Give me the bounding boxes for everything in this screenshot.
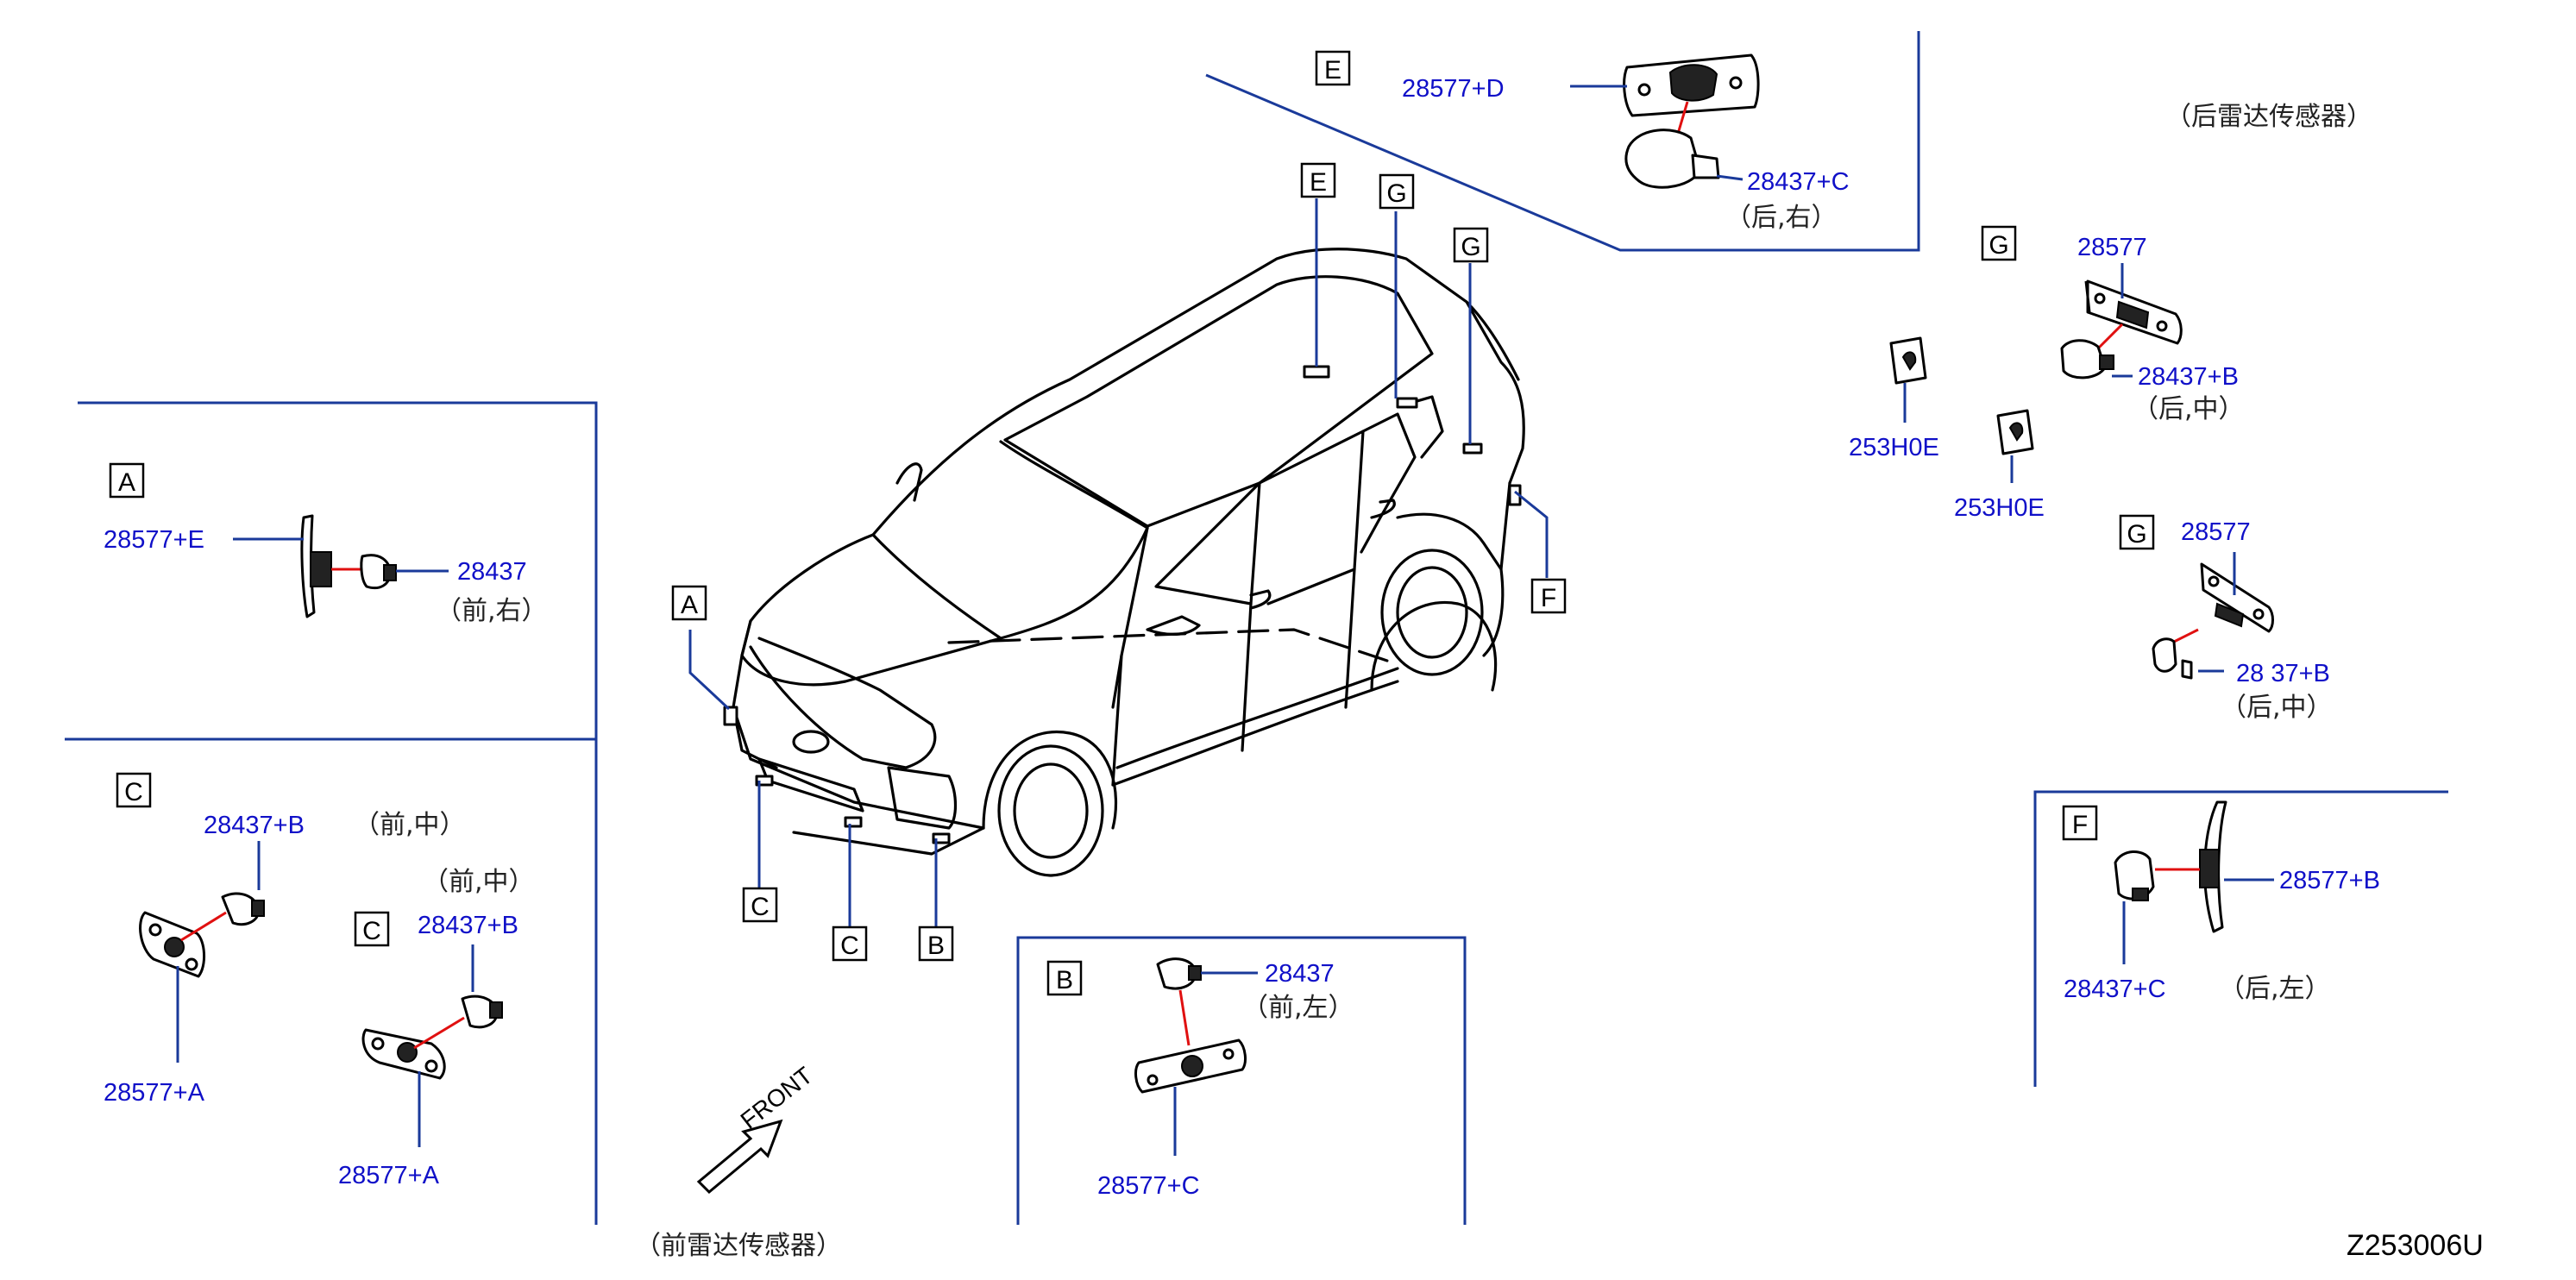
svg-text:C: C: [124, 778, 143, 806]
callout-box-c-vehicle-2: C: [832, 925, 868, 962]
svg-text:F: F: [2072, 811, 2088, 839]
callout-box-a-vehicle: A: [671, 585, 707, 621]
part-number-253h0e-2: 253H0E: [1954, 494, 2045, 522]
part-number-28437c-f: 28437+C: [2064, 976, 2166, 1003]
diagram-id: Z253006U: [2347, 1229, 2484, 1262]
vehicle-callouts: E G G F A C C B: [671, 162, 1567, 962]
svg-text:E: E: [1324, 56, 1341, 85]
part-number-28577d: 28577+D: [1402, 75, 1505, 103]
part-number-28437-a: 28437: [457, 558, 527, 586]
detail-a: A 28577+E 28437 （前,右）: [104, 462, 548, 626]
part-number-28437b-g2-partial: 28 37+B: [2236, 660, 2330, 687]
position-rear-left: （后,左）: [2219, 974, 2331, 1004]
callout-box-c-vehicle-1: C: [742, 887, 778, 923]
detail-e: E 28577+D 28437+C （后,右）: [1315, 50, 1850, 233]
part-number-28577-g1: 28577: [2077, 234, 2147, 261]
callout-box-g-vehicle-2: G: [1453, 227, 1489, 263]
position-rear-center-1: （后,中）: [2133, 394, 2245, 424]
position-front-right: （前,右）: [436, 596, 548, 626]
svg-text:C: C: [840, 932, 859, 960]
part-number-28577e: 28577+E: [104, 526, 204, 554]
position-front-left: （前,左）: [1242, 993, 1354, 1023]
svg-text:G: G: [1461, 233, 1480, 261]
svg-text:G: G: [1989, 231, 2008, 260]
svg-text:A: A: [681, 591, 698, 619]
part-number-28577b: 28577+B: [2279, 867, 2380, 894]
svg-text:B: B: [1056, 966, 1073, 995]
position-rear-right: （后,右）: [1725, 203, 1838, 233]
vehicle-illustration: [723, 248, 1525, 877]
part-number-253h0e-1: 253H0E: [1849, 434, 1939, 461]
position-front-center-2: （前,中）: [423, 867, 535, 897]
part-number-28577c: 28577+C: [1097, 1172, 1200, 1200]
callout-box-f-vehicle: F: [1530, 578, 1567, 614]
svg-text:C: C: [362, 917, 381, 945]
callout-box-b-vehicle: B: [918, 925, 954, 962]
position-front-center-1: （前,中）: [354, 810, 466, 840]
part-number-28437c-e: 28437+C: [1747, 168, 1850, 196]
detail-c-2: C （前,中） 28437+B 28577+A: [338, 867, 535, 1189]
detail-g-2: G 28577 28 37+B （后,中）: [2119, 514, 2333, 723]
part-number-28437-b: 28437: [1265, 960, 1335, 988]
svg-text:A: A: [118, 468, 135, 497]
front-direction-arrow: FRONT: [696, 1062, 818, 1195]
part-number-28577a-c2: 28577+A: [338, 1162, 440, 1189]
detail-g-1: G 28577 28437+B （后,中） 253H0E 253H0E: [1849, 225, 2245, 522]
part-number-28437b-c1: 28437+B: [204, 812, 305, 839]
rear-section-title: （后雷达传感器）: [2165, 102, 2372, 132]
part-number-28577-g2: 28577: [2181, 518, 2251, 546]
position-rear-center-2: （后,中）: [2221, 693, 2333, 723]
part-number-28437b-c2: 28437+B: [418, 912, 518, 939]
front-section-title: （前雷达传感器）: [635, 1231, 842, 1261]
detail-b: B 28437 （前,左） 28577+C: [1046, 957, 1354, 1200]
callout-box-g-vehicle-1: G: [1379, 173, 1415, 210]
svg-text:C: C: [751, 893, 770, 921]
svg-text:F: F: [1541, 584, 1556, 612]
svg-text:G: G: [2127, 520, 2146, 549]
detail-c-1: C 28437+B （前,中） 28577+A: [104, 772, 466, 1107]
svg-text:E: E: [1310, 168, 1327, 197]
detail-f: F 28577+B 28437+C （后,左）: [2062, 800, 2380, 1004]
svg-text:B: B: [927, 932, 945, 960]
part-number-28437b-g1: 28437+B: [2138, 363, 2239, 391]
section-frames: [65, 31, 2448, 1225]
svg-text:G: G: [1386, 179, 1406, 208]
callout-box-e-vehicle: E: [1300, 162, 1336, 198]
part-number-28577a-c1: 28577+A: [104, 1079, 205, 1107]
